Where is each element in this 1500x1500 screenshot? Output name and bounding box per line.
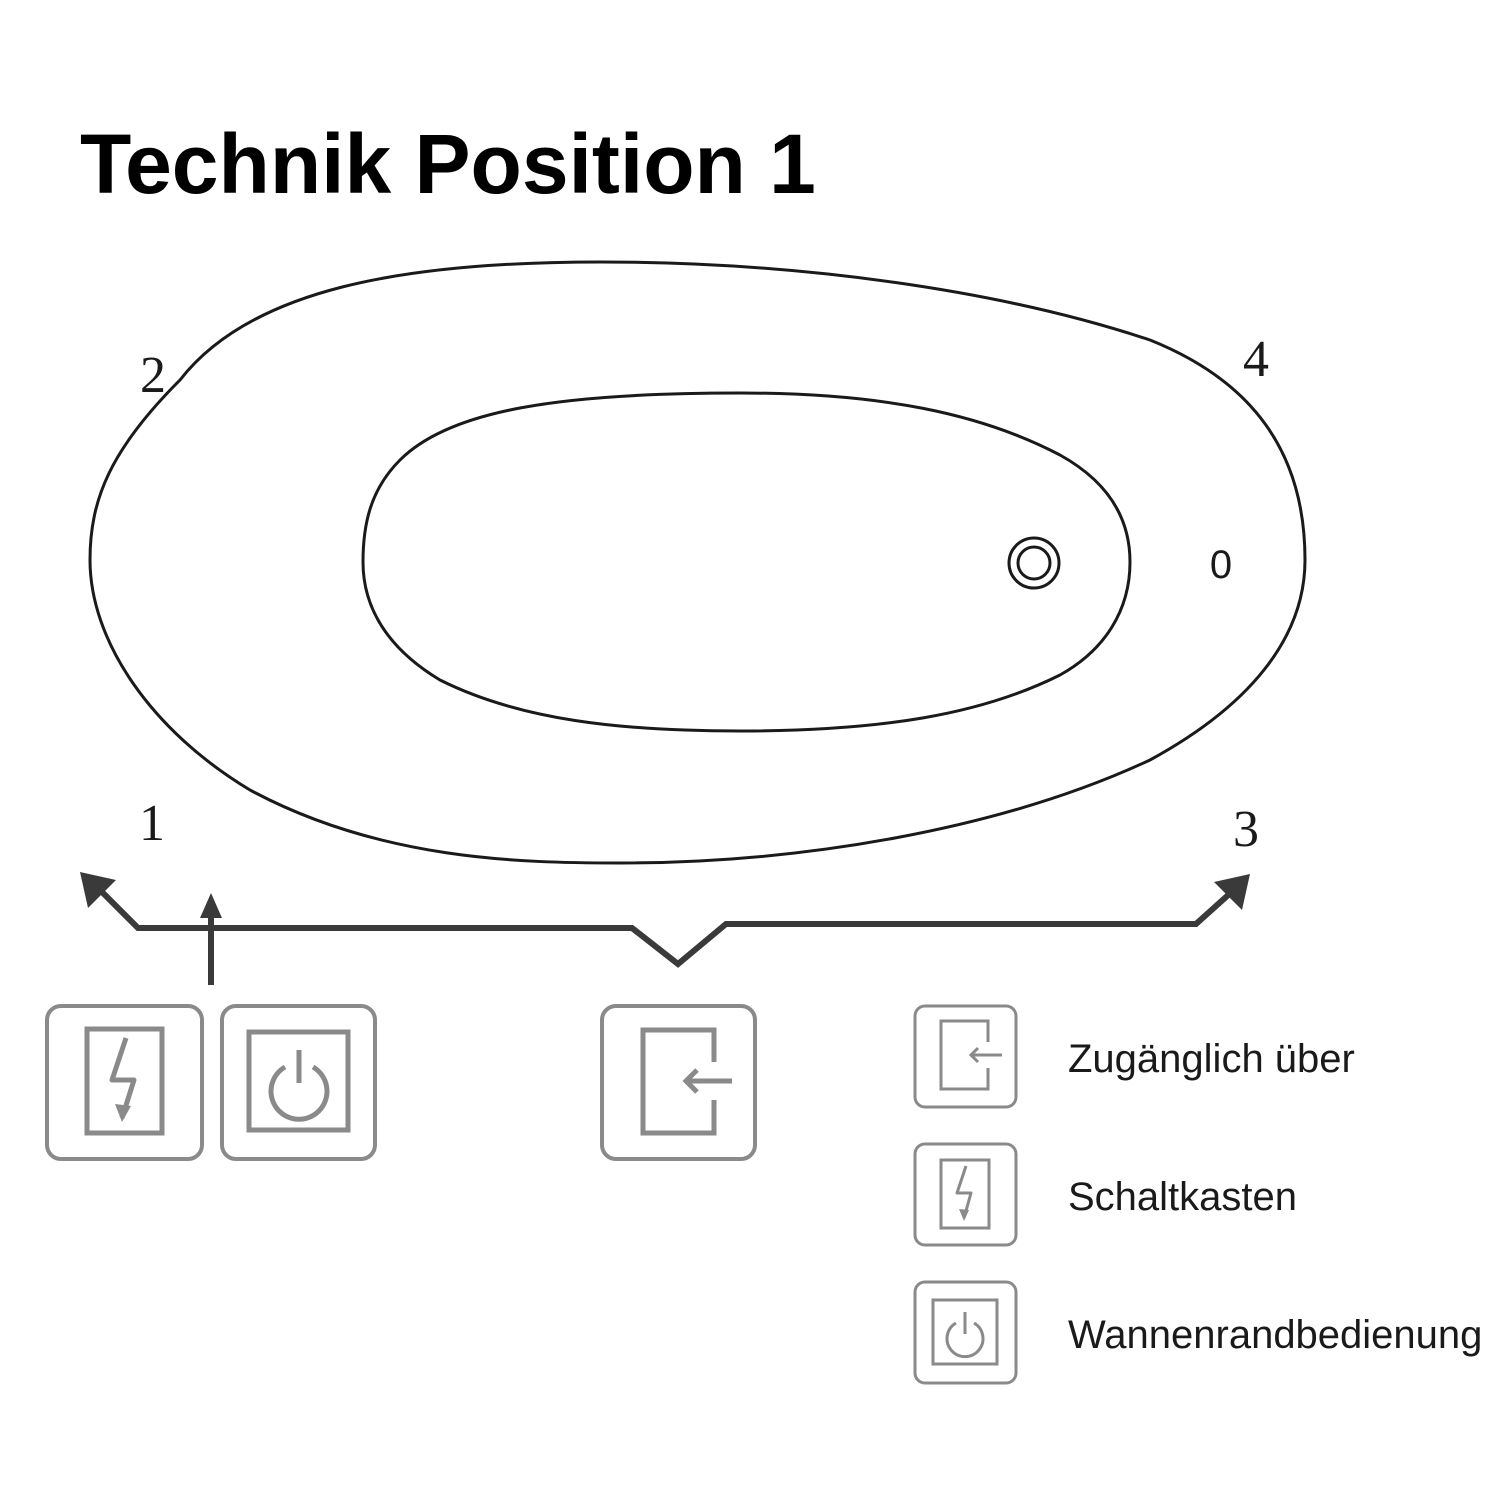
page-title: Technik Position 1 — [80, 117, 816, 211]
corner-label-2: 2 — [140, 347, 166, 404]
legend-access-icon — [913, 1004, 1018, 1109]
switchbox-icon — [45, 1004, 204, 1161]
corner-label-1: 1 — [139, 795, 165, 852]
legend-access-label: Zugänglich über — [1068, 1037, 1355, 1081]
tub-outer-rim — [88, 260, 1307, 865]
power-icon — [220, 1004, 377, 1161]
drain-icon — [1007, 536, 1061, 590]
corner-label-3: 3 — [1233, 801, 1259, 858]
overflow-mark: 0 — [1210, 543, 1232, 587]
access-icon — [600, 1004, 757, 1161]
legend: Zugänglich über Schaltkasten Wannenrandb… — [913, 1004, 1482, 1385]
legend-power-icon — [913, 1280, 1018, 1385]
legend-control-label: Wannenrandbedienung — [1068, 1313, 1482, 1357]
legend-switchbox-label: Schaltkasten — [1068, 1175, 1297, 1219]
tub-inner-basin — [361, 391, 1132, 733]
arrow-right-icon — [1214, 874, 1250, 910]
legend-switchbox-icon — [913, 1142, 1018, 1247]
corner-label-4: 4 — [1243, 331, 1269, 388]
arrow-left-icon — [80, 872, 116, 908]
access-brace — [97, 885, 1239, 985]
arrow-up-icon — [200, 893, 222, 918]
